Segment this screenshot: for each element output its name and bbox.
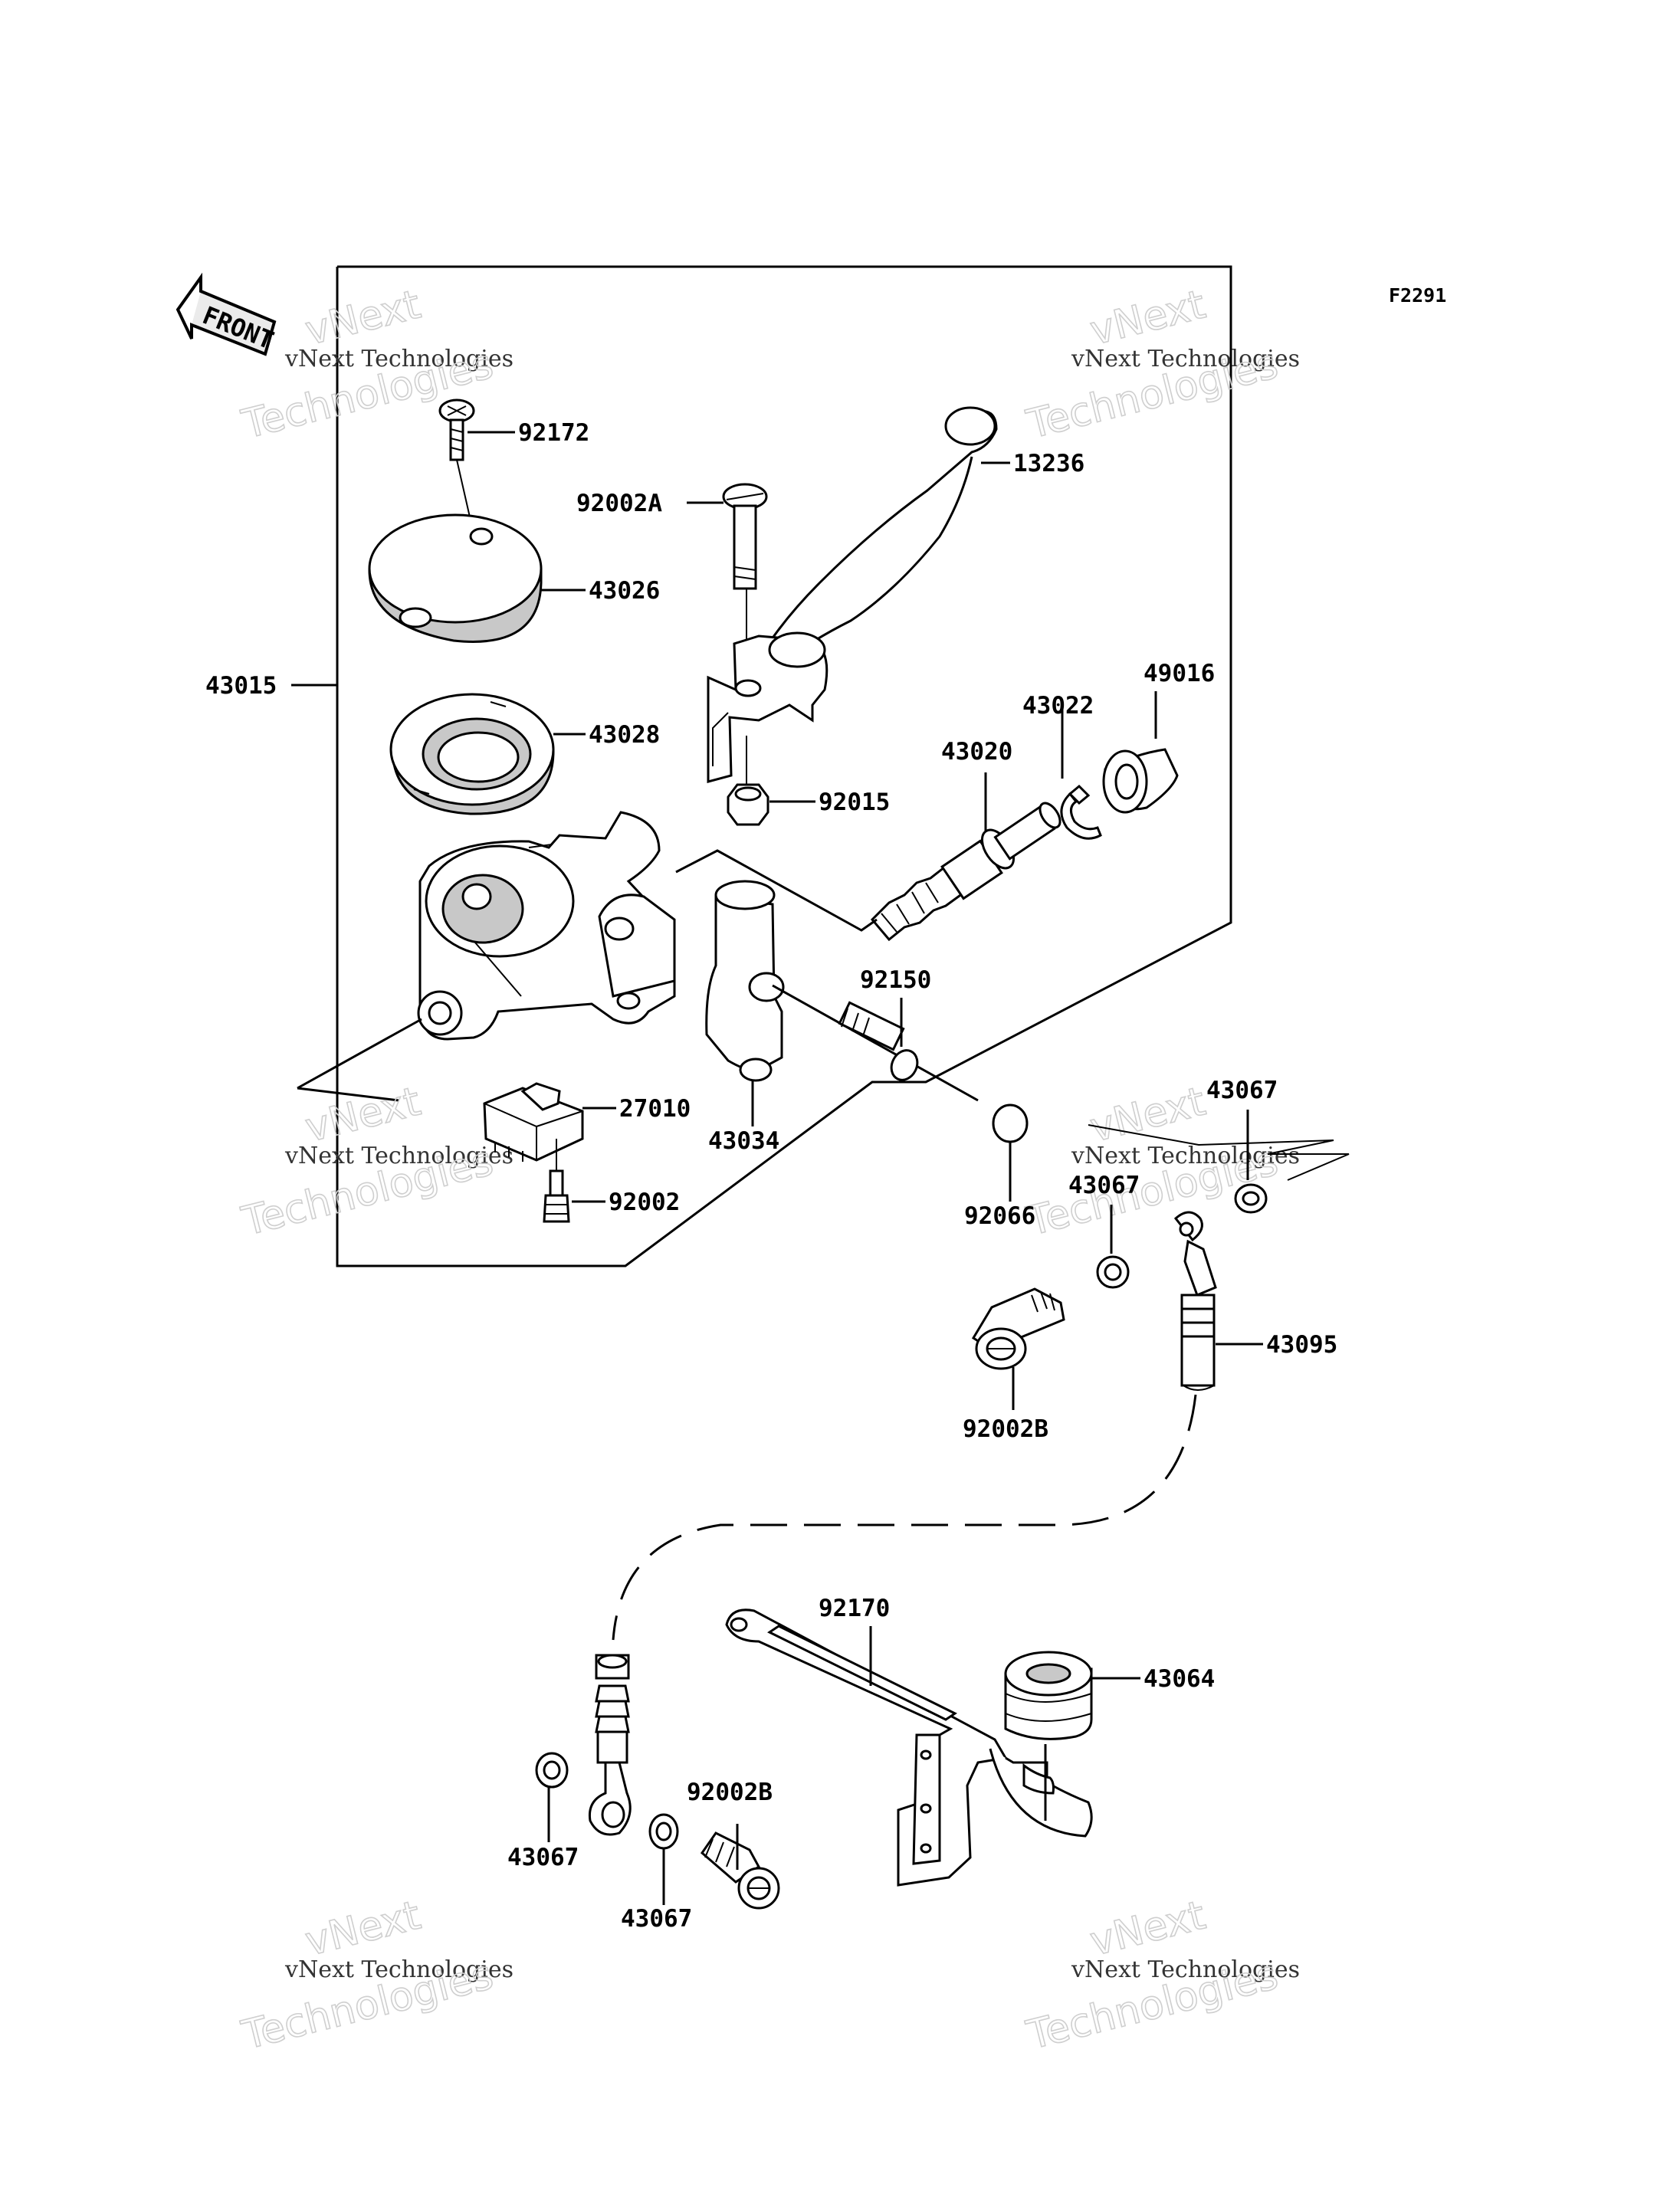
label-92172: 92172	[518, 419, 589, 447]
label-92002B-lower: 92002B	[687, 1779, 773, 1806]
lever-pivot-nut	[727, 736, 769, 826]
label-43067-lower-left: 43067	[507, 1844, 579, 1871]
svg-text:vNext Technologies: vNext Technologies	[1071, 1956, 1300, 1983]
label-43034: 43034	[708, 1127, 779, 1155]
reservoir-cap	[368, 513, 543, 643]
label-92002B-upper: 92002B	[963, 1415, 1048, 1443]
sealing-washer-upper-right	[1234, 1183, 1268, 1214]
bolt-cap	[992, 1103, 1029, 1143]
label-43028: 43028	[589, 721, 660, 749]
svg-text:vNext Technologies: vNext Technologies	[284, 1143, 514, 1169]
hose-path-dashed	[612, 1394, 1197, 1641]
dust-boot	[1102, 748, 1179, 814]
label-92002: 92002	[609, 1189, 680, 1216]
sealing-washer-lower-left	[535, 1752, 569, 1789]
piston-circlip	[1060, 784, 1102, 840]
label-43064: 43064	[1144, 1665, 1215, 1693]
svg-text:vNext: vNext	[1086, 1893, 1210, 1966]
svg-text:vNext: vNext	[1086, 282, 1210, 355]
reservoir-cap-screw	[438, 398, 475, 528]
label-92002A: 92002A	[576, 490, 662, 517]
label-92150: 92150	[860, 966, 931, 994]
diagram-code: F2291	[1389, 284, 1446, 307]
watermark-1: vNext Technologies vNext Technologies	[237, 281, 514, 449]
svg-text:vNext Technologies: vNext Technologies	[1071, 1143, 1300, 1169]
label-49016: 49016	[1144, 660, 1215, 687]
svg-text:vNext: vNext	[301, 282, 425, 355]
hose-bracket	[725, 1608, 1093, 1887]
piston-assembly	[870, 802, 1061, 942]
label-43026: 43026	[589, 577, 660, 605]
watermark-3: vNext Technologies vNext Technologies	[237, 1078, 514, 1246]
assembly-group-outline	[336, 265, 1232, 1267]
brake-hose	[1173, 1211, 1217, 1391]
label-43067-upper-right: 43067	[1206, 1077, 1278, 1104]
lever-pivot-bolt	[722, 483, 768, 680]
label-43022: 43022	[1022, 692, 1094, 720]
label-43015: 43015	[205, 672, 277, 700]
hose-grommet	[1004, 1651, 1093, 1740]
watermark-5: vNext Technologies vNext Technologies	[237, 1892, 514, 2060]
front-arrow-icon: FRONT	[176, 272, 278, 356]
handlebar-clamp	[705, 880, 785, 1082]
label-43067-upper-left: 43067	[1068, 1172, 1140, 1199]
brake-light-switch	[483, 1082, 584, 1162]
label-43020: 43020	[941, 738, 1012, 766]
label-43067-lower-mid: 43067	[621, 1905, 692, 1933]
label-92066: 92066	[964, 1202, 1035, 1230]
brake-hose-lower-end	[588, 1654, 632, 1836]
label-27010: 27010	[619, 1095, 691, 1123]
label-92170: 92170	[819, 1595, 890, 1622]
brake-lever	[707, 406, 998, 783]
label-13236: 13236	[1013, 450, 1084, 477]
svg-text:vNext: vNext	[1086, 1079, 1210, 1152]
sealing-washer-upper-left	[1096, 1255, 1130, 1289]
svg-text:vNext Technologies: vNext Technologies	[1071, 346, 1300, 372]
svg-text:vNext Technologies: vNext Technologies	[284, 1956, 514, 1983]
label-92015: 92015	[819, 789, 890, 816]
banjo-bolt-upper	[971, 1287, 1065, 1370]
watermark-6: vNext Technologies vNext Technologies	[1022, 1892, 1300, 2060]
svg-text:vNext: vNext	[301, 1893, 425, 1966]
label-43095: 43095	[1266, 1331, 1337, 1359]
watermark-2: vNext Technologies vNext Technologies	[1022, 281, 1300, 449]
switch-screw	[543, 1139, 570, 1223]
sealing-washer-lower-mid	[648, 1813, 679, 1850]
master-cylinder-body	[417, 811, 676, 1041]
clamp-bolt	[838, 1001, 919, 1081]
svg-text:vNext: vNext	[301, 1079, 425, 1152]
svg-text:vNext Technologies: vNext Technologies	[284, 346, 514, 372]
reservoir-diaphragm	[389, 693, 555, 815]
banjo-bolt-lower	[700, 1831, 780, 1910]
